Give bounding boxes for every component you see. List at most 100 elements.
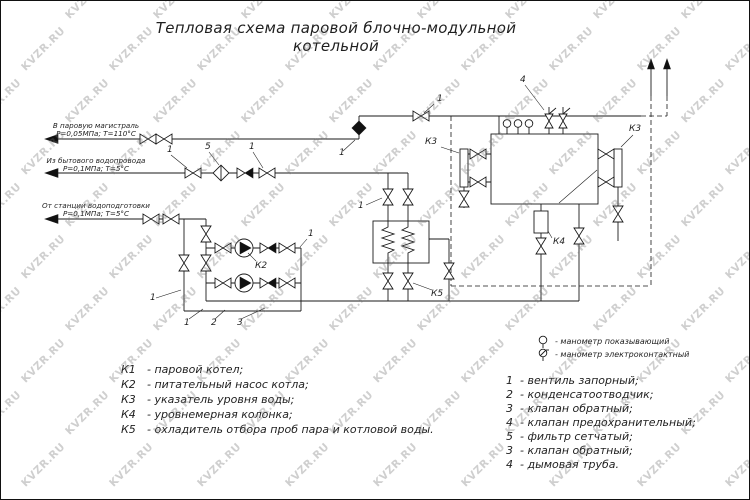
callout-label: 1 bbox=[249, 142, 255, 152]
callout-label: 1 bbox=[167, 145, 173, 155]
legend-desc: - дымовая труба. bbox=[520, 458, 620, 471]
valve-icon bbox=[597, 148, 615, 160]
steam-main-params: Р=0,05МПа; Т=110°С bbox=[56, 129, 136, 138]
legend-key: К2 bbox=[121, 378, 136, 391]
drawing-title: Тепловая схема паровой блочно-модульной … bbox=[155, 19, 517, 55]
legend-item: 4- клапан предохранительный; bbox=[506, 416, 696, 430]
callout-label: 5 bbox=[205, 142, 211, 152]
legend-key: К5 bbox=[121, 423, 136, 436]
valve-icon bbox=[162, 213, 180, 225]
equipment bbox=[372, 133, 623, 264]
legend-desc: - указатель уровня воды; bbox=[147, 393, 295, 406]
sample-cooler-k5 bbox=[372, 220, 430, 264]
callout-label: К3 bbox=[425, 137, 437, 147]
legend-item: 3- клапан обратный; bbox=[506, 402, 696, 416]
valve-icon bbox=[278, 277, 296, 289]
manometer-electrocontact-icon bbox=[538, 348, 549, 361]
check-valve-icon bbox=[259, 242, 277, 254]
legend-desc: - питательный насос котла; bbox=[147, 378, 309, 391]
valve-icon bbox=[458, 190, 470, 208]
legend-item: К1- паровой котел; bbox=[121, 362, 434, 377]
level-column-k4 bbox=[533, 210, 549, 234]
callout-leaders bbox=[155, 84, 634, 320]
legend-fittings: 1- вентиль запорный; 2- конденсатоотводч… bbox=[506, 374, 696, 472]
manometer-icon bbox=[502, 119, 512, 135]
callout-label: 1 bbox=[184, 318, 190, 328]
pump-icon bbox=[234, 238, 254, 258]
safety-valve-icon bbox=[544, 107, 557, 129]
domestic-water-params: Р=0,1МПа; Т=5°С bbox=[63, 164, 129, 173]
treated-water-params: Р=0,1МПа; Т=5°С bbox=[63, 209, 129, 218]
callout-label: 1 bbox=[437, 94, 443, 104]
valve-icon bbox=[443, 262, 455, 280]
valve-icon bbox=[178, 254, 190, 272]
water-level-indicator-right-k3 bbox=[613, 148, 623, 188]
legend-key: 3 bbox=[506, 444, 513, 457]
manometer-icon bbox=[524, 119, 534, 135]
callout-label: 1 bbox=[339, 148, 345, 158]
valve-icon bbox=[200, 225, 212, 243]
valve-icon bbox=[200, 254, 212, 272]
valve-icon bbox=[535, 237, 547, 255]
condensate-trap-icon bbox=[351, 120, 367, 136]
valve-icon bbox=[142, 213, 160, 225]
valve-icon bbox=[469, 176, 487, 188]
legend-item: 4 - дымовая труба. bbox=[506, 458, 696, 472]
legend-desc: - охладитель отбора проб пара и котловой… bbox=[147, 423, 434, 436]
manometer-legend: - манометр показывающий - манометр элект… bbox=[535, 335, 689, 361]
valve-icon bbox=[184, 167, 202, 179]
legend-key: 5 bbox=[506, 430, 513, 443]
callout-label: К3 bbox=[629, 124, 641, 134]
valve-icon bbox=[612, 205, 624, 223]
legend-key: 4 bbox=[506, 458, 513, 471]
legend-item: К2 - питательный насос котла; bbox=[121, 377, 434, 392]
callout-label: К2 bbox=[255, 261, 267, 271]
valve-icon bbox=[469, 148, 487, 160]
legend-key: 3 bbox=[506, 402, 513, 415]
callout-label: 1 bbox=[308, 229, 314, 239]
callout-label: К5 bbox=[431, 289, 443, 299]
steam-boiler-k1 bbox=[490, 133, 599, 205]
legend-desc: - фильтр сетчатый; bbox=[520, 430, 633, 443]
chimney-arrow-icon bbox=[663, 58, 671, 70]
legend-key: 1 bbox=[506, 374, 513, 387]
callout-label: 1 bbox=[358, 201, 364, 211]
callout-label: 1 bbox=[150, 293, 156, 303]
pump-icon bbox=[234, 273, 254, 293]
safety-valve-icon bbox=[558, 107, 571, 129]
valve-icon bbox=[382, 272, 394, 290]
legend-desc: - паровой котел; bbox=[147, 363, 244, 376]
cooler-coil bbox=[380, 221, 396, 263]
callout-label: 3 bbox=[237, 318, 243, 328]
legend-item: К3- указатель уровня воды; bbox=[121, 392, 434, 407]
legend-item: 3- клапан обратный; bbox=[506, 444, 696, 458]
legend-key: К4 bbox=[121, 408, 136, 421]
domestic-water-label: Из бытового водопровода bbox=[47, 156, 146, 165]
valve-icon bbox=[278, 242, 296, 254]
inlet-labels: В паровую магистраль Р=0,05МПа; Т=110°С … bbox=[42, 121, 150, 218]
legend-desc: - клапан предохранительный; bbox=[520, 416, 696, 429]
flue-gas-lines bbox=[450, 58, 671, 287]
flow-arrow-icon bbox=[44, 214, 59, 224]
flow-arrow-icon bbox=[44, 168, 59, 178]
check-valve-icon bbox=[259, 277, 277, 289]
manometer-legend-text: - манометр показывающий bbox=[555, 337, 670, 346]
legend-item: 2- конденсатоотводчик; bbox=[506, 388, 696, 402]
callout-label: К4 bbox=[553, 237, 565, 247]
valve-icon bbox=[258, 167, 276, 179]
valve-icon bbox=[214, 277, 232, 289]
valve-icon bbox=[382, 188, 394, 206]
manometer-indicating-icon bbox=[538, 335, 548, 348]
water-level-indicator-left-k3 bbox=[459, 148, 469, 188]
valve-icon bbox=[139, 133, 157, 145]
legend-components: К1- паровой котел; К2 - питательный насос… bbox=[121, 362, 434, 437]
legend-desc: - конденсатоотводчик; bbox=[520, 388, 654, 401]
legend-item: 1- вентиль запорный; bbox=[506, 374, 696, 388]
cooler-coil bbox=[400, 221, 416, 263]
callout-labels: 1 5 1 1 1 4 К3 К3 1 К4 К5 К2 1 1 2 3 1 bbox=[150, 75, 641, 328]
valve-icon bbox=[597, 176, 615, 188]
manometer-icon bbox=[513, 119, 523, 135]
check-valve-icon bbox=[236, 167, 254, 179]
